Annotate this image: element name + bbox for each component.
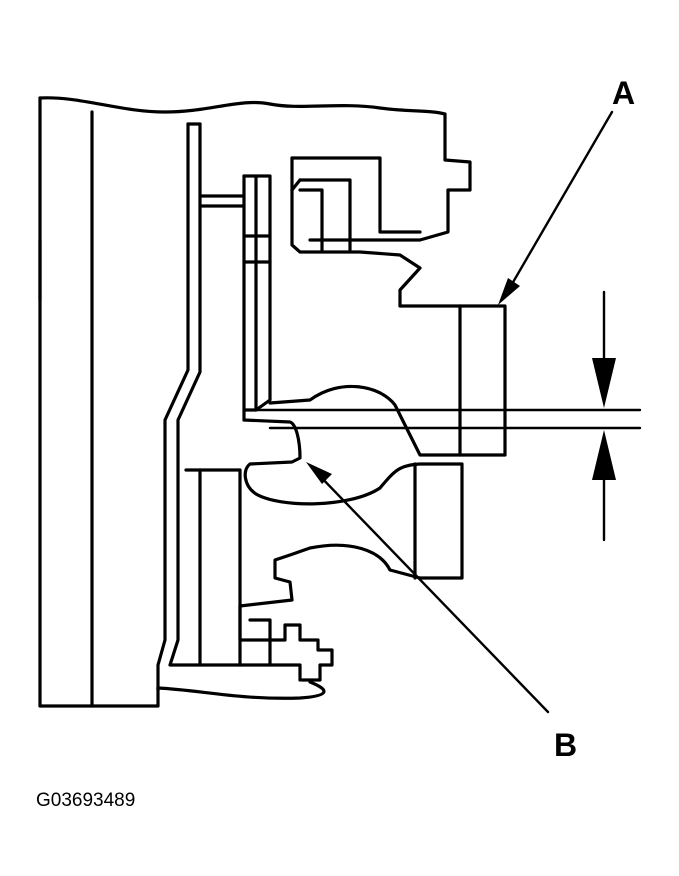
- label-a: A: [612, 75, 635, 111]
- leader-b-arrowhead-icon: [306, 462, 332, 484]
- down-arrow-icon: [592, 358, 616, 408]
- housing-outline: [38, 96, 447, 708]
- leader-a: [498, 110, 614, 305]
- figure-code: G03693489: [36, 790, 135, 811]
- label-b: B: [554, 727, 577, 763]
- part-a-block: [268, 304, 507, 457]
- leader-a-arrowhead-icon: [498, 278, 520, 305]
- up-arrow-icon: [592, 430, 616, 480]
- leader-b: [306, 462, 550, 714]
- upper-flange: [198, 112, 472, 422]
- inner-sleeve: [156, 122, 326, 700]
- lower-hub: [184, 418, 464, 682]
- measurement-lines: [254, 408, 642, 430]
- dimension-arrows: [592, 290, 616, 542]
